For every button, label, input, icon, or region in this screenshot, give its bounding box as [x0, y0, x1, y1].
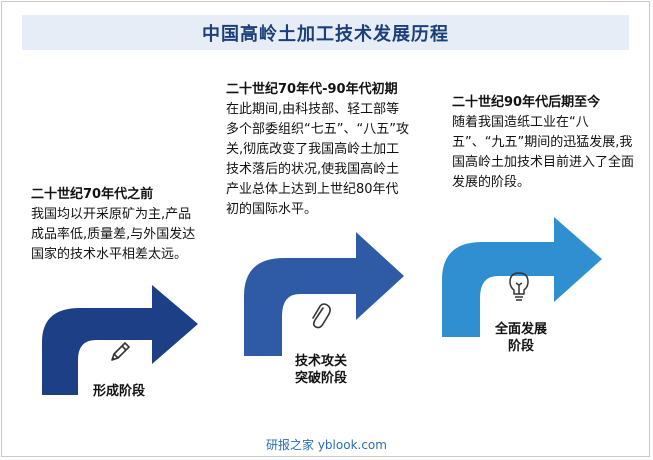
stage-3-heading: 二十世纪90年代后期至今	[452, 95, 601, 110]
stage-2-arrow	[244, 232, 404, 356]
stage-3-arrow	[442, 217, 602, 337]
stage-3-label: 全面发展 阶段	[476, 321, 566, 355]
stage-3-label-line-2: 阶段	[507, 339, 534, 354]
stage-2-label: 技术攻关 突破阶段	[276, 353, 366, 387]
stage-3-arrow-shape	[442, 217, 602, 337]
stage-1-text: 二十世纪70年代之前 我国均以开采原矿为主,产品成品率低,质量差,与外国发达国家…	[31, 185, 197, 265]
stage-2-label-line-2: 突破阶段	[294, 371, 347, 386]
stage-3-label-line-1: 全面发展	[494, 322, 547, 337]
stage-2-label-line-1: 技术攻关	[294, 354, 347, 369]
stage-2-text: 二十世纪70年代-90年代初期 在此期间,由科技部、轻工部等多个部委组织“七五”…	[226, 80, 410, 220]
stage-3-body: 随着我国造纸工业在“八五”、“九五”期间的迅猛发展,我国高岭土加技术目前进入了全…	[452, 115, 635, 190]
stage-1-arrow-shape	[42, 285, 198, 395]
stage-1-label-line: 形成阶段	[92, 384, 145, 399]
stage-2-heading: 二十世纪70年代-90年代初期	[226, 82, 398, 97]
stage-2-arrow-shape	[244, 232, 404, 356]
pencil-icon	[111, 342, 130, 361]
page-title: 中国高岭土加工技术发展历程	[202, 23, 449, 45]
stage-1-arrow	[42, 285, 198, 395]
stage-1-label: 形成阶段	[74, 383, 164, 400]
stage-3-text: 二十世纪90年代后期至今 随着我国造纸工业在“八五”、“九五”期间的迅猛发展,我…	[452, 93, 634, 193]
stage-1-body: 我国均以开采原矿为主,产品成品率低,质量差,与外国发达国家的技术水平相差太远。	[31, 207, 196, 262]
source-footer: 研报之家 yblook.com	[266, 438, 387, 452]
stage-2-body: 在此期间,由科技部、轻工部等多个部委组织“七五”、“八五”攻关,彻底改变了我国高…	[226, 102, 409, 217]
title-bar: 中国高岭土加工技术发展历程	[22, 15, 629, 50]
stage-1-heading: 二十世纪70年代之前	[31, 187, 154, 202]
paperclip-icon	[312, 303, 331, 329]
lightbulb-icon	[509, 272, 529, 301]
